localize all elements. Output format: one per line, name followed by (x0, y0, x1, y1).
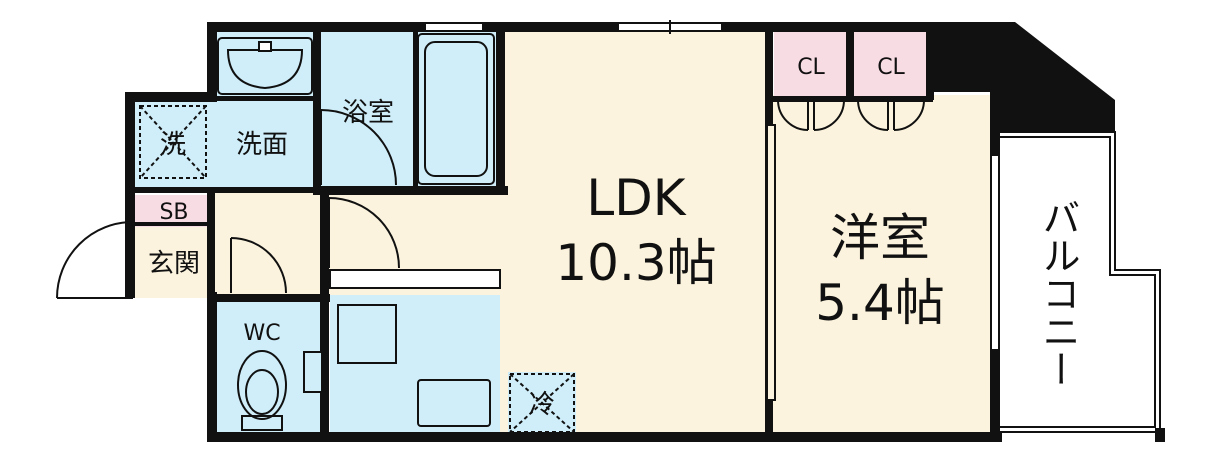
window-western (990, 154, 1000, 351)
fridge-pad (509, 373, 575, 433)
closet-1-label: CL (797, 55, 825, 80)
fridge-label: 冷 (529, 390, 555, 420)
kitchen-sink (417, 379, 491, 427)
kitchen-floor (330, 295, 500, 435)
vanity-floor (213, 30, 318, 100)
shoe-box-label: SB (159, 200, 188, 225)
ldk-size-label: 10.3帖 (555, 234, 716, 292)
balcony (1000, 131, 1161, 433)
balcony-label: バルコニー (1036, 198, 1080, 388)
toilet-label: WC (243, 321, 280, 346)
ldk-floor (500, 30, 768, 435)
western-room-size-label: 5.4帖 (815, 274, 945, 332)
entrance-floor (135, 225, 213, 298)
shoebox-floor (135, 195, 213, 227)
windows (424, 20, 1000, 401)
washer-label: 洗 (160, 130, 186, 160)
entrance-label: 玄関 (148, 249, 200, 279)
kitchen-counter (337, 304, 397, 364)
window-bath (424, 22, 484, 32)
ldk-partition-slider (766, 124, 776, 401)
bathroom-floor (318, 30, 500, 188)
hall-step (329, 269, 501, 289)
western-room-name-label: 洋室 (830, 209, 930, 267)
ldk-name-label: LDK (586, 169, 686, 227)
closet-2-label: CL (877, 55, 905, 80)
room-labels: LDK 10.3帖 洋室 5.4帖 浴室 洗面 洗 SB 玄関 WC 冷 CL … (148, 55, 1080, 420)
washroom-floor (135, 95, 315, 190)
western-room-floor (772, 95, 997, 435)
fixtures (56, 33, 925, 433)
washbasin (217, 37, 313, 95)
bathtub (417, 33, 495, 185)
bath-label: 浴室 (342, 98, 394, 128)
hall-floor (213, 190, 330, 300)
washroom-label: 洗面 (236, 130, 288, 160)
closet-2-floor (854, 32, 929, 98)
closet-1-floor (774, 32, 849, 98)
toilet-tank (241, 415, 283, 431)
washer-pad (139, 105, 207, 179)
